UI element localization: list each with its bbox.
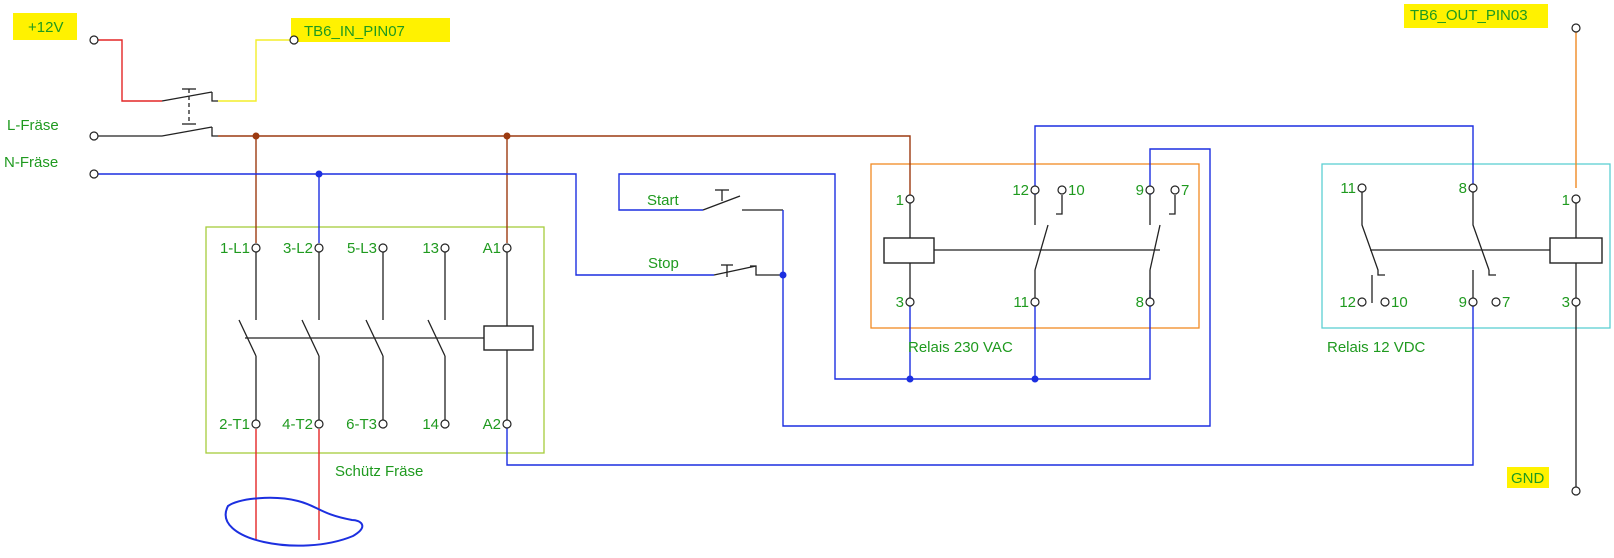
- plus12v-highlight: [13, 13, 77, 40]
- wire-12v: [98, 39, 162, 102]
- relay230-pin-9: 9: [1136, 182, 1144, 199]
- relay230-internals: [883, 195, 1176, 302]
- relay12-frame: [1321, 163, 1611, 329]
- contactor-pin-13: 13: [422, 240, 439, 257]
- tb6-out-label: TB6_OUT_PIN03: [1410, 7, 1528, 24]
- contactor-pin-2-t1: 2-T1: [219, 416, 250, 433]
- contactor-pin-3-l2: 3-L2: [283, 240, 313, 257]
- wire-relay230-12: [1034, 125, 1474, 195]
- relay230-pin-10: 10: [1068, 182, 1085, 199]
- wire-relay12-9: [506, 303, 1474, 466]
- junction-start-stop: [779, 271, 787, 279]
- tb6-out-highlight: [1404, 4, 1548, 28]
- relay230-pin-11: 11: [1013, 294, 1029, 311]
- main-switch: [98, 88, 218, 137]
- contactor-pin-5-l3: 5-L3: [347, 240, 377, 257]
- start-button-symbol: [618, 173, 1151, 380]
- start-label: Start: [647, 192, 680, 209]
- relay12-pin-12: 12: [1339, 294, 1356, 311]
- motor-annotation: [224, 496, 364, 547]
- contactor-pin-a1: A1: [483, 240, 501, 257]
- relay12-pin-1: 1: [1562, 192, 1570, 209]
- tb6-in-highlight: [291, 18, 450, 42]
- l-fraese-label: L-Fräse: [7, 117, 59, 134]
- relay230-pin-1: 1: [896, 192, 904, 209]
- relay230-pin-7: 7: [1181, 182, 1189, 199]
- relay12-pin-3: 3: [1562, 294, 1570, 311]
- wire-phase: [218, 135, 911, 195]
- wire-tb6-in: [218, 39, 290, 102]
- relay12-internals: [1361, 188, 1603, 303]
- contactor-internals: [238, 252, 534, 420]
- contactor-name: Schütz Fräse: [335, 463, 423, 480]
- stop-label: Stop: [648, 255, 679, 272]
- contactor-pin-14: 14: [422, 416, 439, 433]
- contactor-pin-a2: A2: [483, 416, 501, 433]
- junction-neutral: [315, 170, 323, 178]
- wire-start-stop: [782, 148, 1211, 427]
- plus12v-label: +12V: [28, 19, 63, 36]
- relay230-pin-8: 8: [1136, 294, 1144, 311]
- relay12-pin-7: 7: [1502, 294, 1510, 311]
- junction-phase-1: [252, 132, 260, 140]
- relay12-pin-9: 9: [1459, 294, 1467, 311]
- junction-r230-b: [1031, 375, 1039, 383]
- contactor-pin-1-l1: 1-L1: [220, 240, 250, 257]
- contactor-pin-6-t3: 6-T3: [346, 416, 377, 433]
- relay12-name: Relais 12 VDC: [1327, 339, 1426, 356]
- stop-button-symbol: [713, 264, 783, 277]
- junction-r230-a: [906, 375, 914, 383]
- relay12-pin-11: 11: [1340, 180, 1356, 197]
- relay230-pin-12: 12: [1012, 182, 1029, 199]
- tb6-in-label: TB6_IN_PIN07: [304, 23, 405, 40]
- junction-phase-2: [503, 132, 511, 140]
- n-fraese-label: N-Fräse: [4, 154, 58, 171]
- terminals: [89, 23, 1581, 496]
- contactor-pin-4-t2: 4-T2: [282, 416, 313, 433]
- gnd-highlight: [1507, 467, 1549, 488]
- wire-neutral: [98, 173, 714, 276]
- relay12-pin-8: 8: [1459, 180, 1467, 197]
- contactor-frame: [205, 226, 545, 454]
- relay230-name: Relais 230 VAC: [908, 339, 1013, 356]
- gnd-label: GND: [1511, 470, 1545, 487]
- relay230-pin-3: 3: [896, 294, 904, 311]
- relay12-pin-10: 10: [1391, 294, 1408, 311]
